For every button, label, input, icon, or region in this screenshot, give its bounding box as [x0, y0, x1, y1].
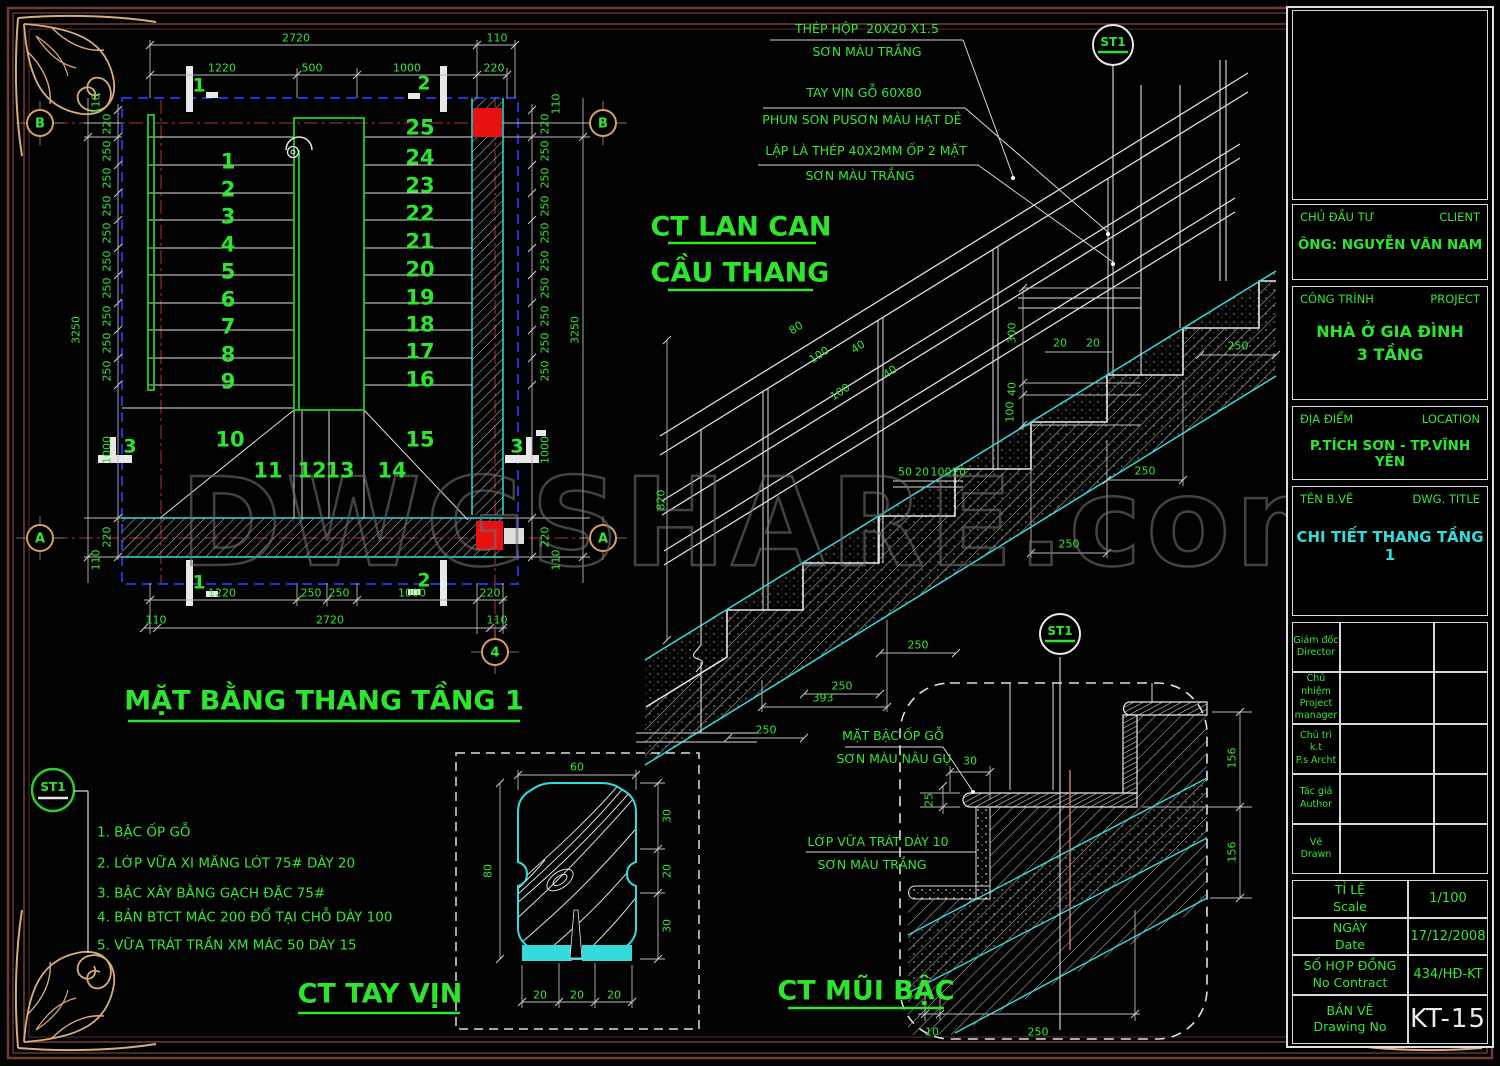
location-value: P.TÍCH SƠN - TP.VĨNH YÊN: [1309, 438, 1471, 470]
project-label-vn: CÔNG TRÌNH: [1300, 292, 1374, 306]
sig-en: P.s Archt: [1295, 754, 1337, 766]
notes-callout: [30, 767, 89, 953]
note-line: 2. LỚP VỮA XI MĂNG LÓT 75# DÀY 20: [97, 855, 356, 872]
note-line: 5. VỮA TRÁT TRẦN XM MÁC 50 DÀY 15: [97, 937, 357, 954]
contract-value: 434/HĐ-KT: [1408, 955, 1488, 995]
note-line: 1. BẬC ỐP GỖ: [97, 824, 191, 841]
sig-vn: Chủ trì k.t: [1300, 730, 1332, 754]
client-label-vn: CHỦ ĐẦU TƯ: [1300, 210, 1375, 224]
date-value: 17/12/2008: [1408, 917, 1488, 956]
note-line: 4. BẢN BTCT MÁC 200 ĐỔ TẠI CHỖ DÀY 100: [97, 909, 393, 926]
sig-label: Vẽ Drawn: [1292, 823, 1340, 874]
sig-en: Drawn: [1300, 848, 1332, 860]
drawing-no-value: KT-15: [1408, 994, 1488, 1044]
detail-bubble: [1092, 24, 1134, 178]
column-marker: [476, 521, 503, 550]
plan-view: [16, 40, 627, 723]
title-block-logo-area: [1292, 10, 1488, 200]
title-block: CHỦ ĐẦU TƯ CLIENT ÔNG: NGUYỄN VĂN NAM CÔ…: [1286, 6, 1494, 1048]
sig-vn: Tác giả: [1299, 786, 1333, 798]
scale-value: 1/100: [1408, 880, 1488, 918]
column-marker: [473, 108, 502, 137]
sig-en: Project manager: [1294, 697, 1338, 722]
step-nose-detail: [788, 613, 1252, 1040]
handrail-detail: [298, 752, 700, 1030]
section-cut-marker: [98, 66, 546, 606]
location-label-en: LOCATION: [1421, 412, 1480, 426]
sig-label: Chủ nhiệm Project manager: [1292, 672, 1340, 724]
railing-section: [636, 24, 1281, 766]
title-block-client: CHỦ ĐẦU TƯ CLIENT ÔNG: NGUYỄN VĂN NAM: [1292, 204, 1488, 280]
project-label-en: PROJECT: [1430, 292, 1480, 306]
title-block-signatures: Giám đốc Director Chủ nhiệm Project mana…: [1292, 622, 1488, 874]
grid-bubble: [16, 101, 627, 674]
dwg-label-vn: TÊN B.VẼ: [1300, 492, 1354, 506]
sig-en: Author: [1300, 798, 1332, 810]
location-label-vn: ĐỊA ĐIỂM: [1300, 412, 1354, 426]
drawing-title-value: CHI TIẾT THANG TẦNG 1: [1296, 528, 1484, 564]
project-value-2: 3 TẦNG: [1356, 345, 1424, 364]
sig-label: Tác giả Author: [1292, 773, 1340, 824]
sig-vn: Chủ nhiệm: [1301, 673, 1331, 697]
note-line: 3. BẬC XÂY BẰNG GẠCH ĐẶC 75#: [97, 885, 326, 902]
stair-well-outline: [147, 114, 365, 411]
title-block-location: ĐỊA ĐIỂM LOCATION P.TÍCH SƠN - TP.VĨNH Y…: [1292, 406, 1488, 480]
client-label-en: CLIENT: [1439, 210, 1480, 224]
sig-vn: Giám đốc: [1293, 634, 1339, 646]
handrail-profile: [517, 782, 637, 960]
sig-label: Giám đốc Director: [1292, 622, 1340, 673]
sig-vn: Vẽ: [1309, 836, 1323, 848]
title-block-drawing-title: TÊN B.VẼ DWG. TITLE CHI TIẾT THANG TẦNG …: [1292, 486, 1488, 616]
title-block-project: CÔNG TRÌNH PROJECT NHÀ Ở GIA ĐÌNH 3 TẦNG: [1292, 286, 1488, 400]
dwg-label-en: DWG. TITLE: [1412, 492, 1480, 506]
client-value: ÔNG: NGUYỄN VĂN NAM: [1297, 237, 1483, 253]
sig-label: Chủ trì k.t P.s Archt: [1292, 723, 1340, 774]
project-value-1: NHÀ Ở GIA ĐÌNH: [1316, 322, 1464, 341]
sig-en: Director: [1296, 647, 1336, 659]
detail-bubble-label: ST1: [40, 780, 66, 794]
